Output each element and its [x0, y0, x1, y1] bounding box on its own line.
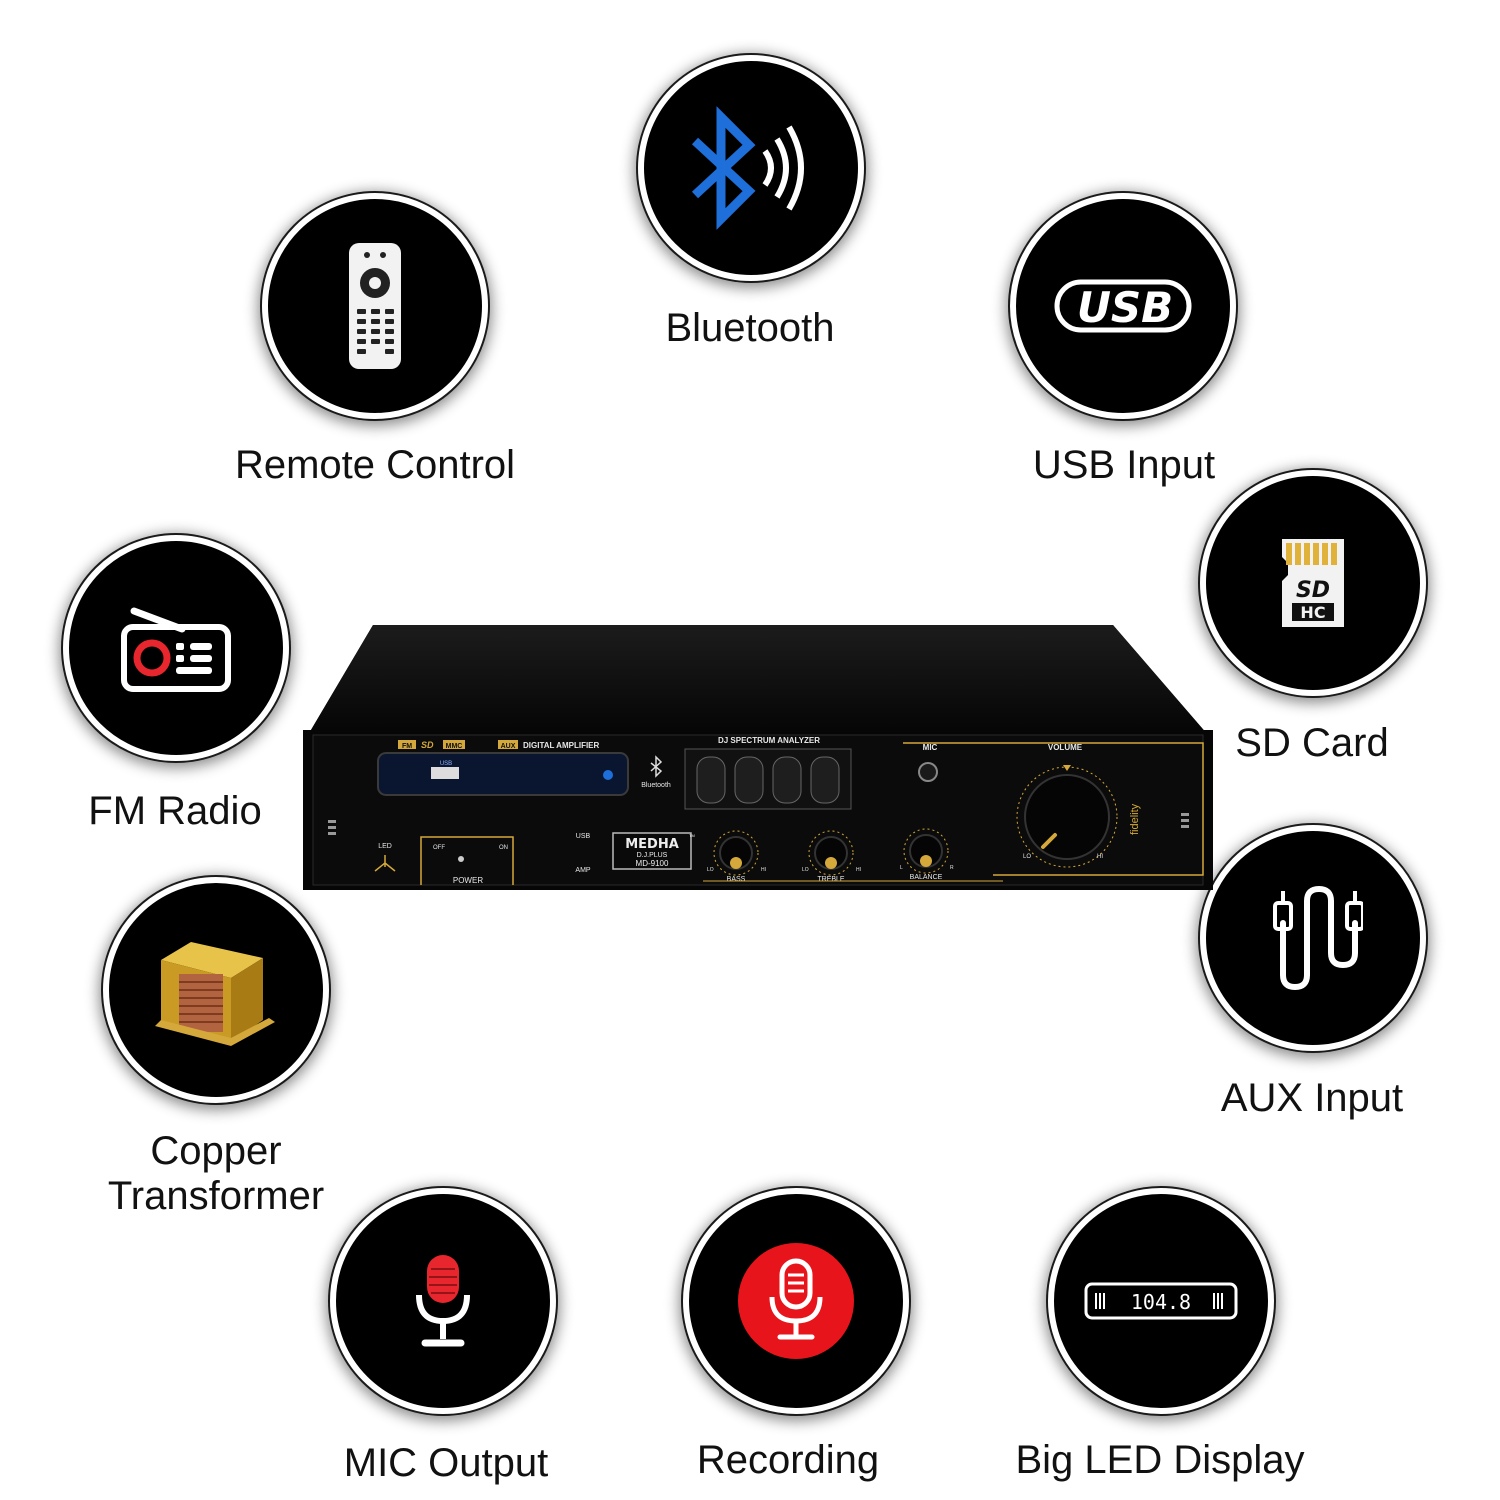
- svg-text:USB: USB: [576, 833, 591, 840]
- led-display-icon: 104.8: [1083, 1281, 1239, 1321]
- svg-text:HC: HC: [1300, 603, 1325, 622]
- radio-icon: [120, 603, 232, 693]
- svg-text:AUX: AUX: [501, 743, 516, 750]
- sd-card-icon: SD HC: [1278, 535, 1348, 631]
- svg-text:MMC: MMC: [446, 743, 463, 750]
- svg-text:SD: SD: [1296, 578, 1330, 603]
- svg-text:MD-9100: MD-9100: [636, 859, 669, 868]
- svg-text:LO: LO: [707, 867, 714, 873]
- transformer-label-line2: Transformer: [107, 1174, 325, 1218]
- big-led-display-label: Big LED Display: [1015, 1438, 1305, 1482]
- aux-input-circle: [1200, 825, 1426, 1051]
- svg-text:R: R: [950, 865, 954, 871]
- svg-text:BALANCE: BALANCE: [910, 874, 943, 881]
- svg-text:TREBLE: TREBLE: [817, 876, 845, 883]
- svg-text:DIGITAL AMPLIFIER: DIGITAL AMPLIFIER: [523, 741, 600, 750]
- sd-card-circle: SD HC: [1200, 470, 1426, 696]
- svg-text:SD: SD: [421, 740, 434, 750]
- svg-text:OFF: OFF: [433, 845, 445, 851]
- sd-card-label: SD Card: [1235, 721, 1389, 765]
- svg-text:USB: USB: [440, 761, 452, 767]
- svg-text:MEDHA: MEDHA: [625, 837, 679, 852]
- recording-mic-icon: [736, 1241, 856, 1361]
- aux-input-label: AUX Input: [1220, 1076, 1404, 1120]
- svg-text:104.8: 104.8: [1131, 1290, 1191, 1314]
- svg-text:LO: LO: [802, 867, 809, 873]
- svg-text:L: L: [900, 865, 903, 871]
- bluetooth-circle: [638, 55, 864, 281]
- svg-text:TM: TM: [689, 833, 695, 838]
- svg-text:HI: HI: [856, 867, 861, 873]
- usb-icon: USB: [1053, 276, 1193, 336]
- mic-output-label: MIC Output: [343, 1441, 549, 1485]
- led-display-circle: 104.8: [1048, 1188, 1274, 1414]
- remote-control-circle: [262, 193, 488, 419]
- svg-text:ON: ON: [499, 845, 508, 851]
- svg-text:LED: LED: [378, 843, 392, 850]
- transformer-circle: [103, 877, 329, 1103]
- svg-text:VOLUME: VOLUME: [1048, 743, 1083, 752]
- microphone-icon: [413, 1251, 473, 1351]
- aux-cable-icon: [1263, 883, 1363, 993]
- amplifier-product: FM SD MMC AUX DIGITAL AMPLIFIER USB Blue…: [303, 625, 1213, 895]
- usb-circle: USB: [1010, 193, 1236, 419]
- svg-text:fidelity: fidelity: [1129, 803, 1141, 835]
- svg-text:MIC: MIC: [923, 743, 938, 752]
- svg-text:DJ SPECTRUM ANALYZER: DJ SPECTRUM ANALYZER: [718, 736, 820, 745]
- bluetooth-label: Bluetooth: [665, 306, 835, 350]
- svg-text:BASS: BASS: [727, 876, 746, 883]
- transformer-label-line1: Copper: [150, 1129, 282, 1173]
- fm-radio-circle: [63, 535, 289, 761]
- svg-text:USB: USB: [1077, 283, 1173, 332]
- remote-control-label: Remote Control: [234, 443, 516, 487]
- svg-text:AMP: AMP: [575, 867, 591, 874]
- bluetooth-icon: [681, 103, 821, 233]
- svg-text:Bluetooth: Bluetooth: [641, 782, 671, 789]
- svg-text:HI: HI: [761, 867, 766, 873]
- format-badges: FM SD MMC AUX DIGITAL AMPLIFIER: [398, 740, 600, 750]
- svg-text:FM: FM: [402, 743, 412, 750]
- svg-text:D.J.PLUS: D.J.PLUS: [637, 852, 668, 859]
- remote-control-icon: [345, 241, 405, 371]
- recording-label: Recording: [696, 1438, 880, 1482]
- svg-text:LO: LO: [1023, 854, 1031, 860]
- svg-text:HI: HI: [1097, 854, 1103, 860]
- usb-input-label: USB Input: [1032, 443, 1216, 487]
- recording-circle: [683, 1188, 909, 1414]
- mic-output-circle: [330, 1188, 556, 1414]
- fm-radio-label: FM Radio: [88, 789, 262, 833]
- transformer-icon: [151, 930, 281, 1050]
- svg-text:POWER: POWER: [453, 876, 483, 885]
